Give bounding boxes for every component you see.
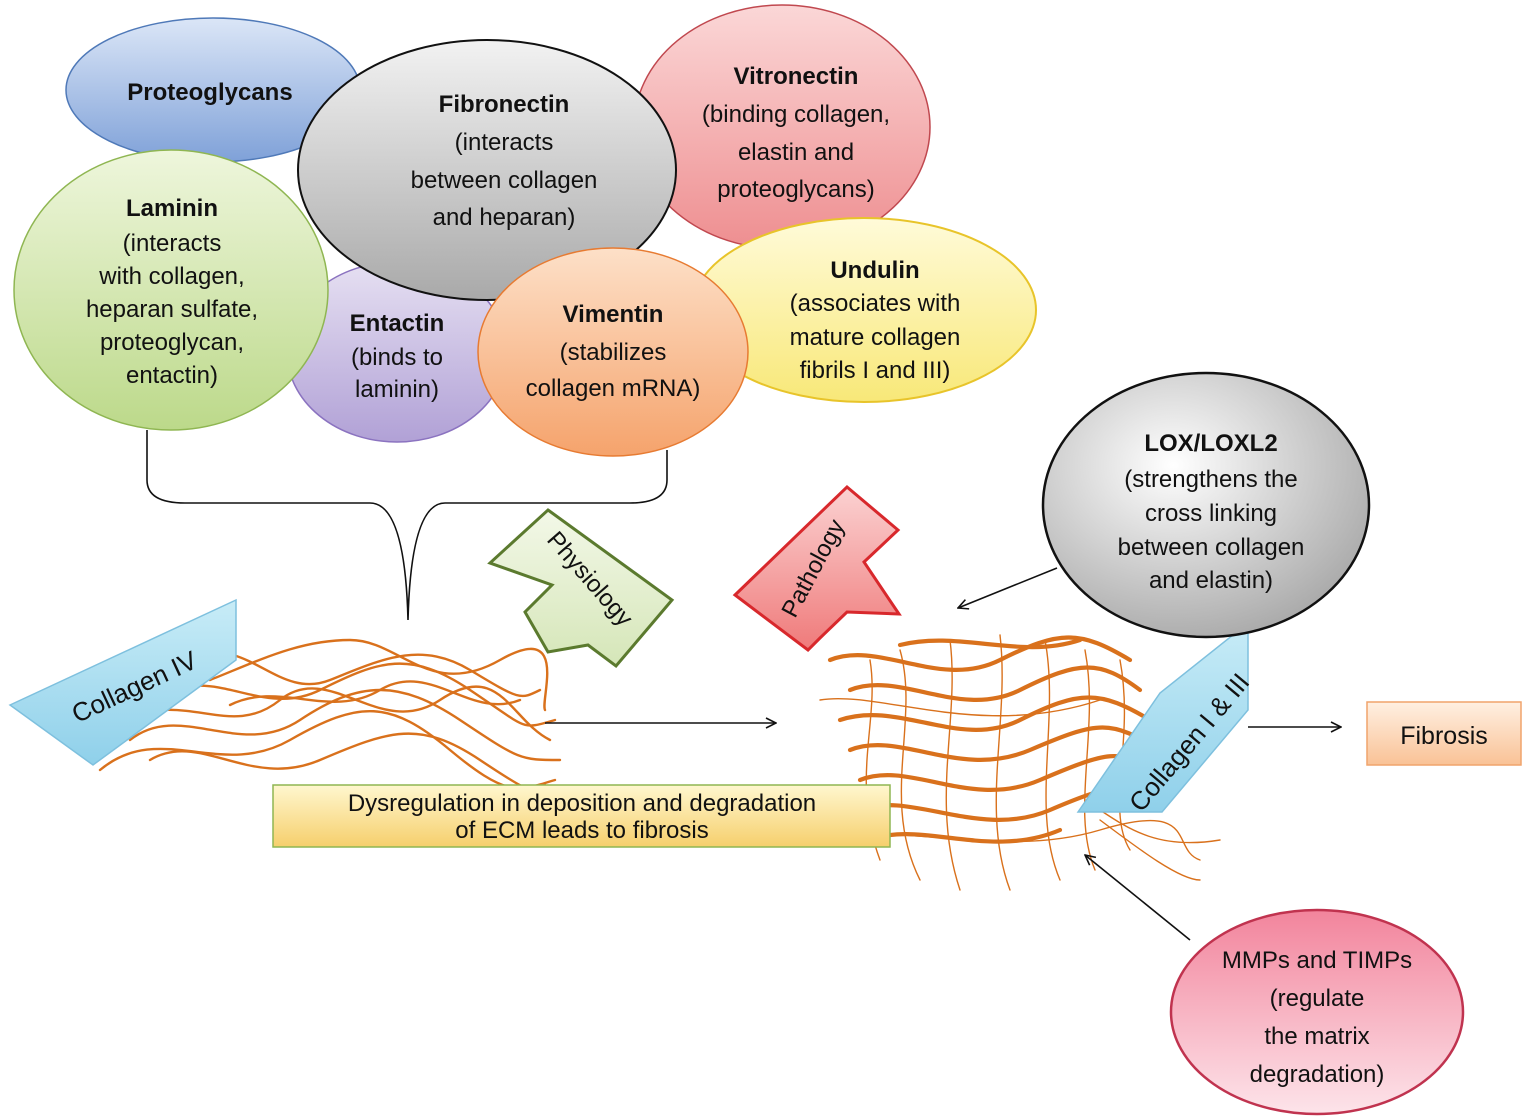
laminin-line-1: (interacts (123, 230, 222, 257)
mmps-line-3: the matrix (1264, 1023, 1369, 1050)
collagen-i-iii-arrow: Collagen I & III (1076, 621, 1255, 817)
undulin-line-2: mature collagen (790, 324, 961, 351)
entactin-title: Entactin (350, 310, 445, 337)
laminin-line-4: proteoglycan, (100, 329, 244, 356)
grouping-brace (146, 430, 668, 621)
lox-line-2: cross linking (1145, 500, 1277, 527)
entactin-line-2: laminin) (355, 376, 439, 403)
dysregulation-line-1: Dysregulation in deposition and degradat… (348, 790, 816, 817)
lox-circle: LOX/LOXL2 (strengthens the cross linking… (1041, 371, 1371, 639)
laminin-ellipse: Laminin (interacts with collagen, hepara… (13, 149, 329, 431)
laminin-line-3: heparan sulfate, (86, 296, 258, 323)
collagen-iv-arrow: Collagen IV (8, 598, 237, 766)
lox-line-3: between collagen (1118, 534, 1305, 561)
fibronectin-line-2: between collagen (411, 167, 598, 194)
proteoglycans-ellipse: Proteoglycans (65, 17, 361, 163)
fibronectin-title: Fibronectin (439, 91, 570, 118)
undulin-line-3: fibrils I and III) (800, 357, 951, 384)
mmps-circle: MMPs and TIMPs (regulate the matrix degr… (1169, 908, 1465, 1116)
fibronectin-ellipse: Fibronectin (interacts between collagen … (297, 39, 677, 301)
vitronectin-line-1: (binding collagen, (702, 101, 890, 128)
vimentin-title: Vimentin (563, 301, 664, 328)
undulin-title: Undulin (830, 257, 919, 284)
dysregulation-line-2: of ECM leads to fibrosis (455, 817, 708, 844)
laminin-line-5: entactin) (126, 362, 218, 389)
vitronectin-ellipse: Vitronectin (binding collagen, elastin a… (633, 4, 931, 250)
vimentin-ellipse: Vimentin (stabilizes collagen mRNA) (477, 247, 749, 457)
lox-title: LOX/LOXL2 (1144, 430, 1277, 457)
dysregulation-box: Dysregulation in deposition and degradat… (272, 784, 891, 848)
laminin-line-2: with collagen, (98, 263, 244, 290)
vimentin-line-2: collagen mRNA) (526, 375, 701, 402)
undulin-ellipse: Undulin (associates with mature collagen… (691, 217, 1037, 403)
pathology-arrow: Pathology (732, 484, 902, 652)
lox-line-1: (strengthens the (1124, 466, 1297, 493)
vitronectin-line-2: elastin and (738, 139, 854, 166)
physiology-arrow: Physiology (487, 508, 675, 669)
vimentin-line-1: (stabilizes (560, 339, 667, 366)
fibrosis-box: Fibrosis (1366, 701, 1522, 766)
mmps-line-1: MMPs and TIMPs (1222, 947, 1412, 974)
laminin-title: Laminin (126, 195, 218, 222)
lox-line-4: and elastin) (1149, 567, 1273, 594)
fibronectin-line-1: (interacts (455, 129, 554, 156)
undulin-line-1: (associates with (790, 290, 961, 317)
fibrosis-label: Fibrosis (1400, 722, 1488, 750)
vitronectin-title: Vitronectin (734, 63, 859, 90)
mmps-to-fibres-arrow (1085, 855, 1191, 941)
mmps-line-4: degradation) (1250, 1061, 1385, 1088)
fibronectin-line-3: and heparan) (433, 204, 576, 231)
mmps-line-2: (regulate (1270, 985, 1365, 1012)
vitronectin-line-3: proteoglycans) (717, 176, 874, 203)
entactin-line-1: (binds to (351, 344, 443, 371)
proteoglycans-title: Proteoglycans (127, 79, 292, 106)
lox-to-fibres-arrow (958, 567, 1058, 608)
